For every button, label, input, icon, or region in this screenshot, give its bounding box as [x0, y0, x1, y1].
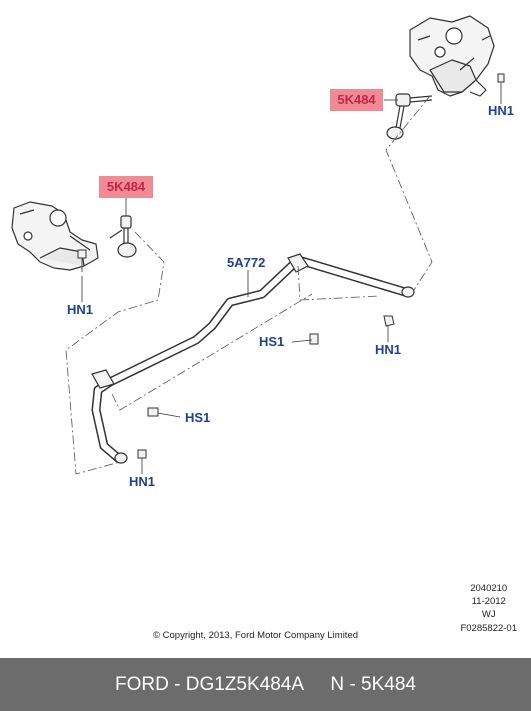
left-stabilizer-link [109, 215, 137, 258]
guide-lines [65, 95, 433, 475]
callout-hn1-bottom: HN1 [129, 474, 156, 489]
bar-end-eyes [114, 286, 415, 464]
footer-bar: FORD - DG1Z5K484A N - 5K484 [0, 658, 531, 711]
callout-hn1-center: HN1 [375, 342, 402, 357]
leader-lines [81, 92, 502, 474]
meta-ref: F0285822-01 [460, 622, 517, 634]
highlight-box-left [99, 176, 153, 198]
meta-date: 11-2012 [471, 596, 506, 608]
callout-hn1-right-top: HN1 [488, 103, 515, 118]
footer-part-name: N - 5K484 [330, 673, 416, 695]
callout-hn1-left: HN1 [67, 302, 94, 317]
callout-5k484-right: 5K484 [337, 92, 376, 107]
right-knuckle-drawing [409, 15, 495, 97]
callout-5a772: 5A772 [227, 255, 266, 270]
highlight-box-right [330, 89, 383, 111]
right-stabilizer-link [386, 93, 433, 140]
meta-model: WJ [481, 609, 496, 621]
diagram-meta: 2040210 11-2012 WJ F0285822-01 [460, 582, 517, 635]
meta-code: 2040210 [470, 583, 508, 594]
stabilizer-bar [91, 255, 410, 463]
footer-part-number: FORD - DG1Z5K484A [115, 673, 305, 695]
bar-bushings [91, 253, 309, 389]
left-knuckle-drawing [11, 201, 99, 271]
parts-diagram [11, 15, 505, 475]
callout-hs1-lower: HS1 [185, 410, 211, 425]
callout-5k484-left: 5K484 [106, 179, 146, 194]
callout-hs1-center: HS1 [259, 334, 285, 349]
fasteners [77, 73, 505, 459]
copyright-text: © Copyright, 2013, Ford Motor Company Li… [153, 630, 359, 641]
